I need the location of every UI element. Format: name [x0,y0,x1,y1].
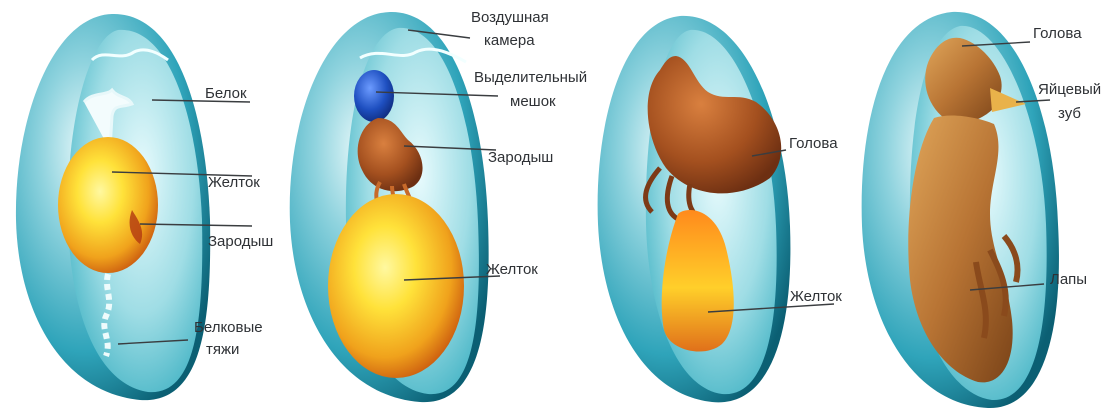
label-lapy: Лапы [1050,271,1087,288]
label-zheltok-2: Желток [486,261,538,278]
label-zarodysh-2: Зародыш [488,149,553,166]
egg-1-chalaza-bottom [104,274,109,356]
label-zheltok-3: Желток [790,288,842,305]
label-belkovye-tyazhi: Белковые тяжи [194,319,267,358]
label-vozdushnaya-kamera: Воздушная камера [471,9,553,49]
label-zarodysh-1: Зародыш [208,233,273,250]
label-belok: Белок [205,85,247,102]
egg-stage-4 [862,12,1059,408]
egg-1-yolk [58,137,158,273]
egg-stage-2 [290,12,489,402]
label-yaitsevy-zub: Яйцевый зуб [1038,81,1105,122]
label-golova-4: Голова [1033,25,1082,42]
egg-2-allantois-sac [354,70,394,122]
label-zheltok-1: Желток [208,174,260,191]
egg-stage-3 [598,16,791,402]
egg-stage-1 [16,14,210,400]
label-vydelitelny-meshok: Выделительный мешок [474,69,591,110]
label-golova-3: Голова [789,135,838,152]
egg-2-yolk [328,194,464,378]
